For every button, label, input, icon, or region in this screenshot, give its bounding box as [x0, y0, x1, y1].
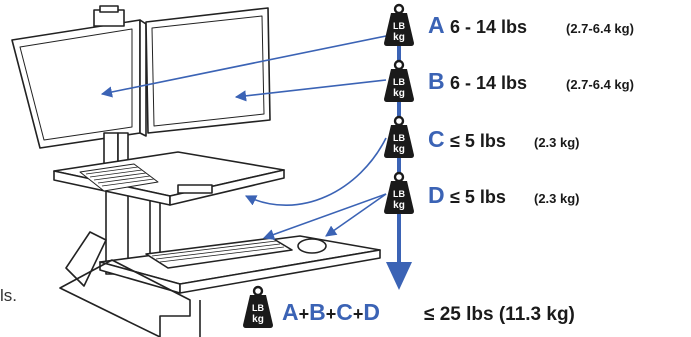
load-metric-c: (2.3 kg)	[534, 135, 580, 150]
total-label: A+B+C+D ≤ 25 lbs (11.3 kg)	[282, 299, 575, 325]
arrow-b	[234, 79, 387, 102]
workstation-illustration	[11, 5, 381, 337]
weight-icon-b-top-text: LB	[393, 77, 405, 87]
svg-text:A+B+C+D: A+B+C+D	[282, 299, 380, 325]
load-letter-b: B	[428, 68, 445, 94]
weight-icon-b-bottom-text: kg	[393, 88, 405, 99]
load-range-b: 6 - 14 lbs	[450, 73, 527, 93]
total-letter-c: C	[336, 299, 353, 325]
load-label-c: C ≤ 5 lbs (2.3 kg)	[428, 126, 580, 152]
total-down-arrow	[386, 262, 412, 290]
arrow-d-keyboard	[262, 193, 387, 240]
weight-icon-total-bottom-text: kg	[252, 314, 264, 325]
upper-surface	[53, 151, 285, 206]
weight-icon-c-top-text: LB	[393, 133, 405, 143]
load-arrows	[100, 35, 387, 240]
arrow-d-mouse	[325, 193, 387, 237]
load-label-d: D ≤ 5 lbs (2.3 kg)	[428, 182, 580, 208]
load-metric-d: (2.3 kg)	[534, 191, 580, 206]
load-range-d: ≤ 5 lbs	[450, 187, 506, 207]
total-plus-3: +	[353, 304, 364, 324]
cutoff-text: ls.	[0, 286, 17, 305]
total-range: ≤ 25 lbs (11.3 kg)	[424, 304, 575, 325]
total-letter-d: D	[363, 299, 380, 325]
weight-icon-d-top-text: LB	[393, 189, 405, 199]
load-label-b: B 6 - 14 lbs (2.7-6.4 kg)	[428, 68, 634, 94]
load-label-a: A 6 - 14 lbs (2.7-6.4 kg)	[428, 12, 634, 38]
total-letter-b: B	[309, 299, 326, 325]
left-monitor	[11, 19, 147, 149]
right-monitor	[145, 7, 271, 134]
total-plus-1: +	[299, 304, 310, 324]
load-letter-a: A	[428, 12, 445, 38]
weight-icon-total-top-text: LB	[252, 303, 264, 313]
weight-icon-c-bottom-text: kg	[393, 144, 405, 155]
weight-icon-d-bottom-text: kg	[393, 200, 405, 211]
load-metric-b: (2.7-6.4 kg)	[566, 77, 634, 92]
load-range-c: ≤ 5 lbs	[450, 131, 506, 151]
keyboard-tray	[99, 235, 381, 294]
weight-icon-a-bottom-text: kg	[393, 32, 405, 43]
arrow-a	[100, 35, 387, 98]
load-range-a: 6 - 14 lbs	[450, 17, 527, 37]
load-letter-c: C	[428, 126, 445, 152]
weight-icon-a-top-text: LB	[393, 21, 405, 31]
total-plus-2: +	[326, 304, 337, 324]
monitor-mount	[93, 5, 125, 27]
load-metric-a: (2.7-6.4 kg)	[566, 21, 634, 36]
workstation-base	[59, 231, 201, 337]
load-letter-d: D	[428, 182, 445, 208]
center-post	[103, 132, 161, 275]
total-letter-a: A	[282, 299, 299, 325]
arrow-c	[244, 137, 387, 206]
